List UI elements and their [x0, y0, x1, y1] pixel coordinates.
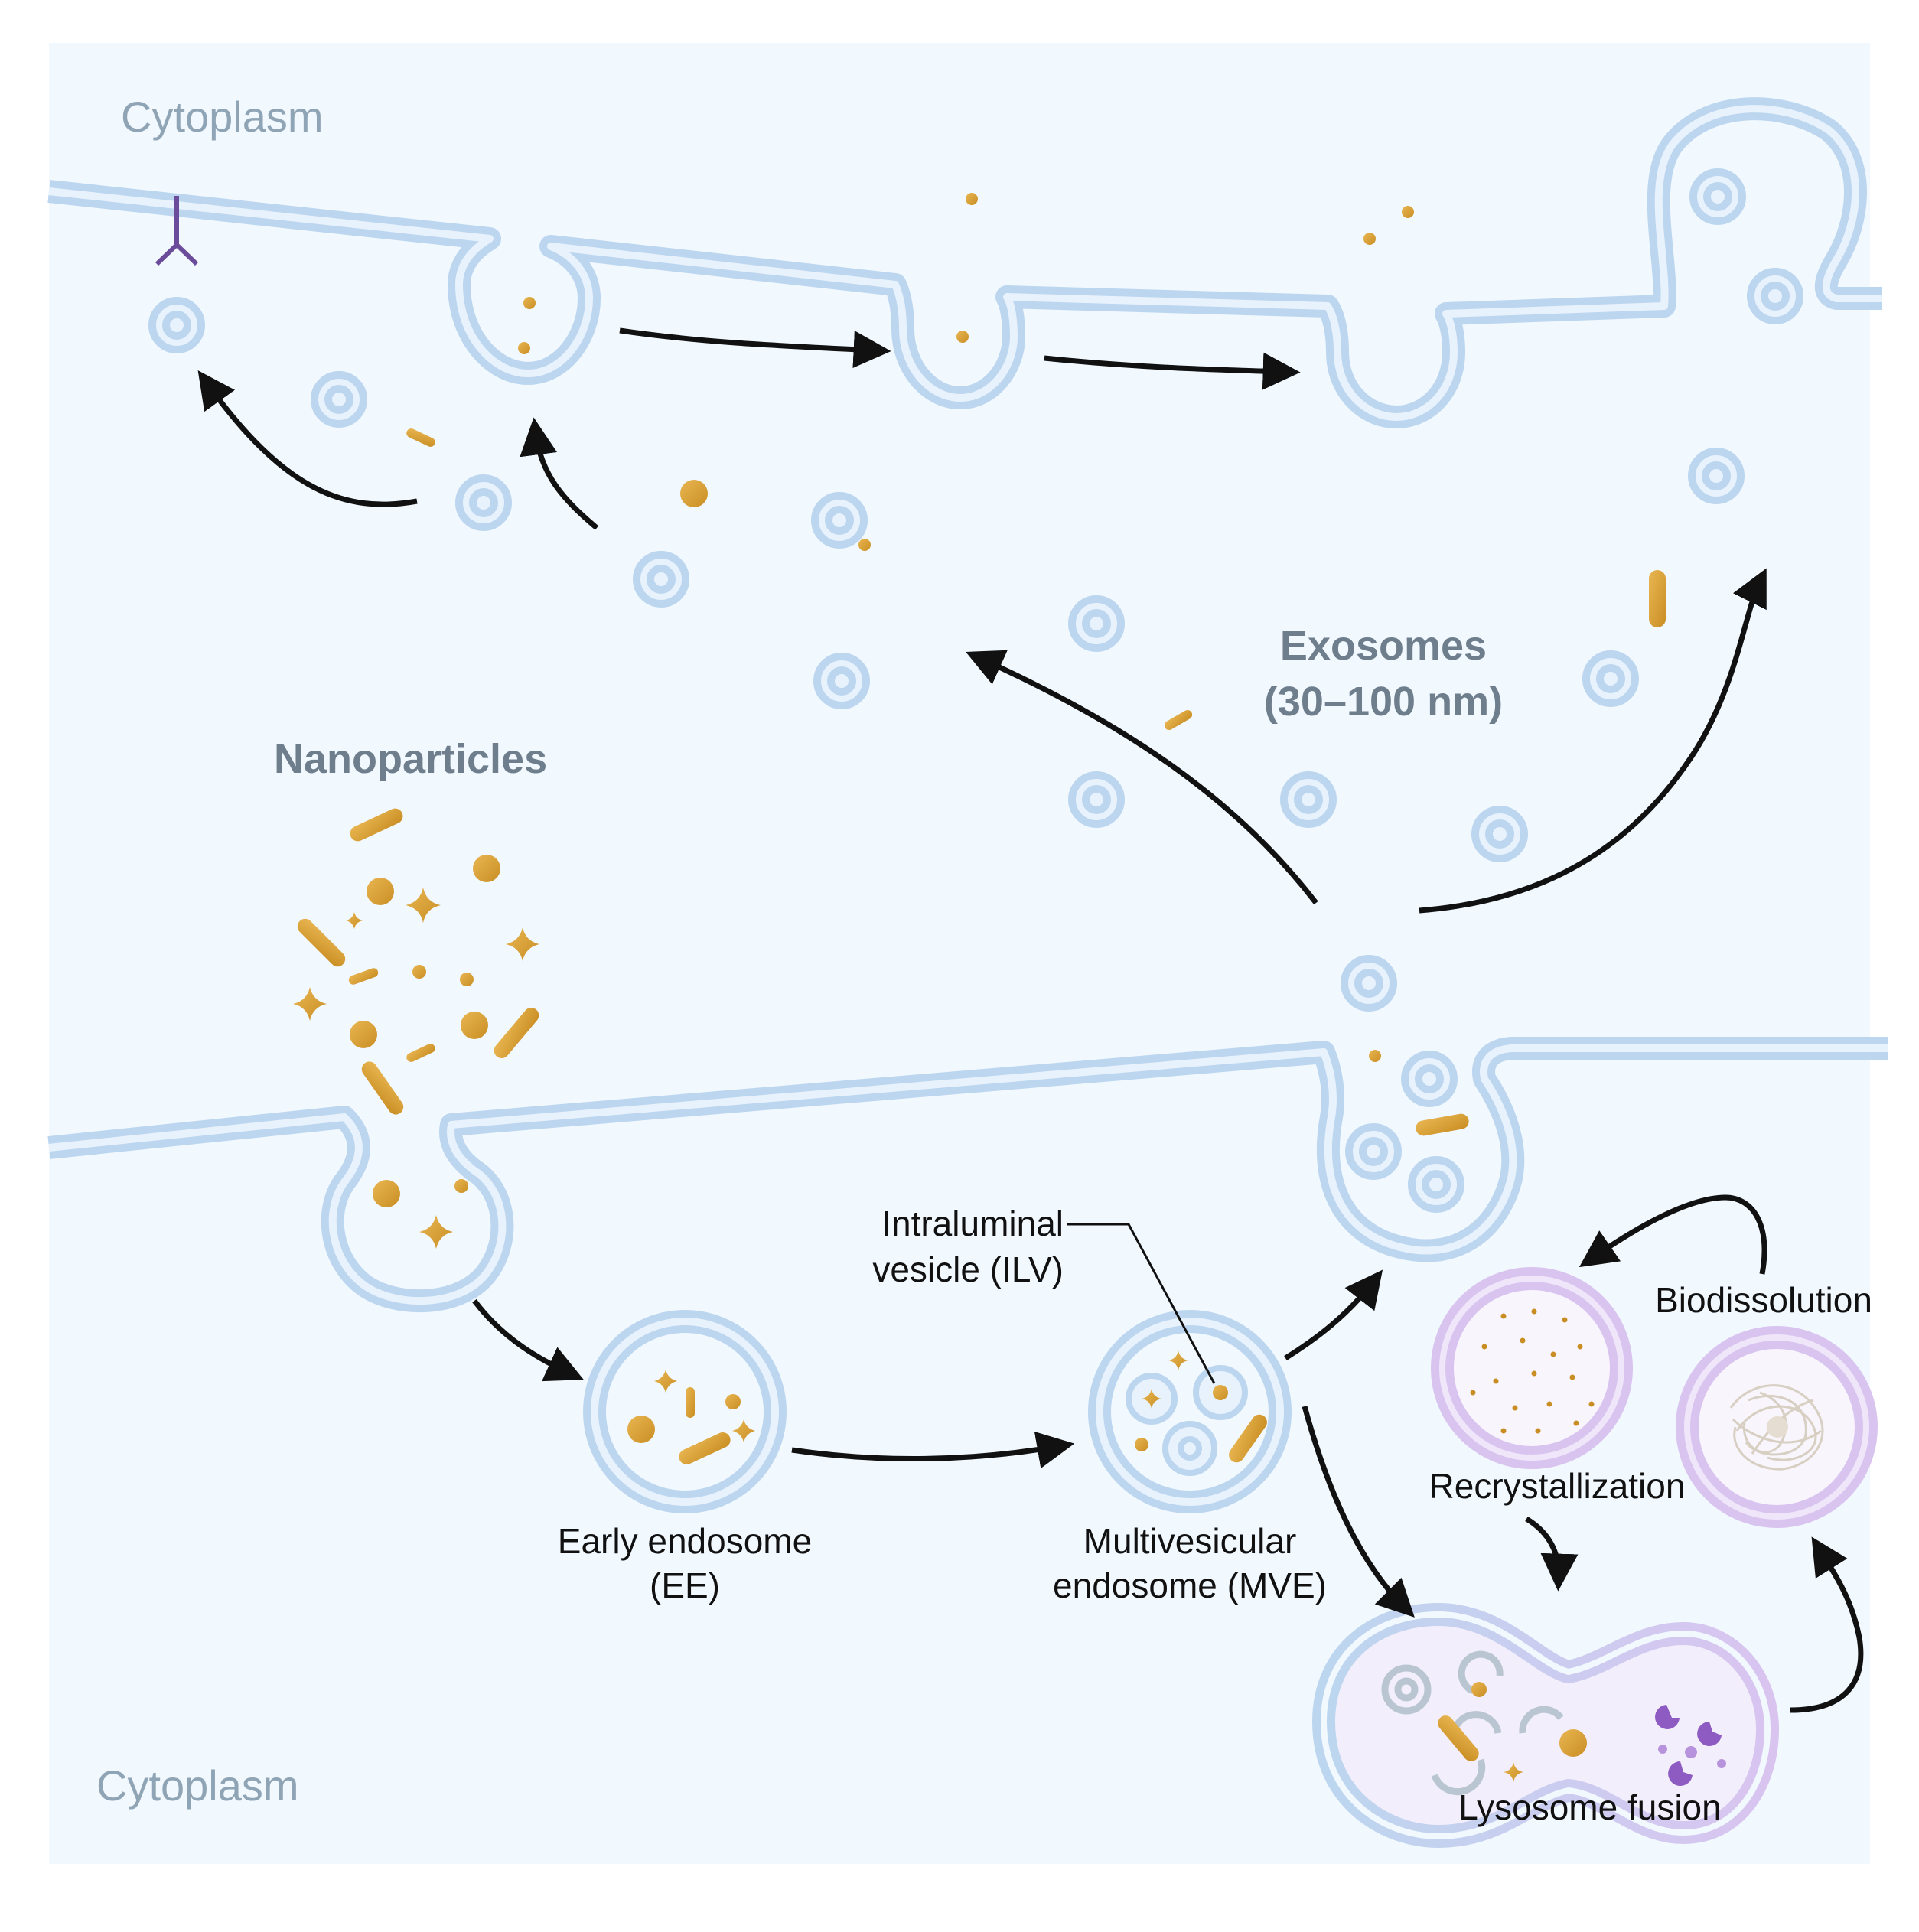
nanosphere-icon [1402, 206, 1414, 218]
receptor-icon [155, 196, 199, 266]
nanorod-icon [1649, 570, 1666, 627]
nanorod-icon [406, 1044, 435, 1062]
arrow-icon [1790, 1536, 1864, 1713]
nanosphere-icon [1364, 233, 1376, 245]
exosome-icon [1068, 771, 1125, 828]
exosome-group [148, 168, 1803, 1213]
recrystallization-label: Recrystallization [1429, 1466, 1686, 1506]
multivesicular-endosome [1088, 1310, 1292, 1513]
ilv-leader-line [1067, 1223, 1216, 1384]
exosome-icon [1341, 955, 1397, 1012]
nanosphere-icon [350, 1021, 377, 1048]
nanorod-icon [361, 1061, 404, 1115]
nanorod-icon [494, 1008, 539, 1058]
exosome-icon [148, 297, 205, 353]
arrow-icon [1525, 1516, 1579, 1592]
exosome-icon [1689, 168, 1746, 225]
nanoparticle-group [293, 193, 1666, 1249]
arrow-icon [791, 1431, 1075, 1469]
nanostar-icon [346, 912, 363, 929]
recrystallization-vesicle [1431, 1267, 1633, 1469]
nanosphere-icon [454, 1179, 468, 1193]
exosome-icon [1408, 1156, 1464, 1213]
arrow-icon [1284, 1269, 1383, 1360]
arrow-icon [472, 1298, 584, 1382]
exosome-icon [1747, 268, 1803, 324]
nanosphere-icon [966, 193, 978, 205]
biodissolution-label: Biodissolution [1655, 1280, 1872, 1320]
early-endosome [583, 1310, 787, 1513]
exosome-icon [311, 371, 367, 428]
nanosphere-icon [473, 855, 500, 882]
exosome-icon [1280, 771, 1337, 828]
nanosphere-icon [1369, 1050, 1381, 1062]
nanosphere-icon [518, 342, 530, 354]
nanosphere-icon [373, 1180, 400, 1207]
nanorod-icon [348, 968, 379, 985]
exosome-icon [813, 653, 870, 709]
exosome-icon [1068, 595, 1125, 652]
arrow-icon [1579, 1194, 1768, 1275]
ilv-label-line1: Intraluminal [881, 1204, 1064, 1243]
exosome-icon [1471, 806, 1528, 862]
top-plasma-membrane [47, 97, 1882, 428]
lysosome-fusion [1311, 1602, 1780, 1849]
exosome-icon [1345, 1123, 1402, 1180]
arrow-icon [619, 327, 891, 369]
exosome-icon [1582, 650, 1639, 707]
arrow-icon [520, 417, 599, 530]
bottom-plasma-membrane [47, 1037, 1888, 1313]
nanostar-icon [293, 987, 327, 1021]
nanorod-icon [406, 428, 435, 447]
nanosphere-icon [523, 297, 536, 309]
exosomes-size-label: (30–100 nm) [1264, 679, 1503, 725]
biodissolution-vesicle [1676, 1326, 1878, 1528]
nanoparticles-label: Nanoparticles [274, 736, 547, 782]
arrow-icon [966, 650, 1318, 905]
cytoplasm-top-label: Cytoplasm [121, 93, 324, 141]
exosome-icon [1688, 448, 1745, 504]
arrow-icon [1419, 568, 1767, 914]
arrow-icon [1302, 1406, 1415, 1618]
nanorod-icon [297, 918, 346, 967]
mve-abbr-label: endosome (MVE) [1053, 1565, 1327, 1605]
arrow-icon [197, 370, 418, 507]
cytoplasm-bottom-label: Cytoplasm [96, 1761, 299, 1810]
lysosome-fusion-label: Lysosome fusion [1458, 1787, 1721, 1827]
exosome-icon [633, 551, 689, 608]
nanosphere-icon [367, 878, 394, 905]
exosome-icon [1401, 1051, 1458, 1107]
pathway-arrows [197, 327, 1864, 1713]
arrow-icon [1044, 352, 1301, 390]
early-endosome-label: Early endosome [558, 1521, 812, 1561]
nanosphere-icon [412, 965, 426, 979]
nanostar-icon [406, 888, 441, 923]
nanorod-icon [350, 808, 403, 842]
nanostar-icon [506, 927, 539, 961]
exosome-icon [811, 492, 868, 549]
nanorod-icon [1164, 710, 1193, 730]
mve-label: Multivesicular [1083, 1521, 1297, 1561]
exosome-icon [455, 474, 512, 531]
ilv-label-line2: vesicle (ILV) [872, 1249, 1064, 1289]
nanosphere-icon [680, 480, 708, 507]
early-endosome-abbr-label: (EE) [650, 1565, 720, 1605]
nanosphere-icon [956, 331, 969, 343]
nanorod-icon [1416, 1113, 1469, 1136]
nanostar-icon [419, 1215, 453, 1249]
nanosphere-icon [460, 973, 474, 986]
nanosphere-icon [858, 539, 871, 551]
nanosphere-icon [461, 1012, 488, 1039]
exosomes-label: Exosomes [1280, 623, 1487, 669]
